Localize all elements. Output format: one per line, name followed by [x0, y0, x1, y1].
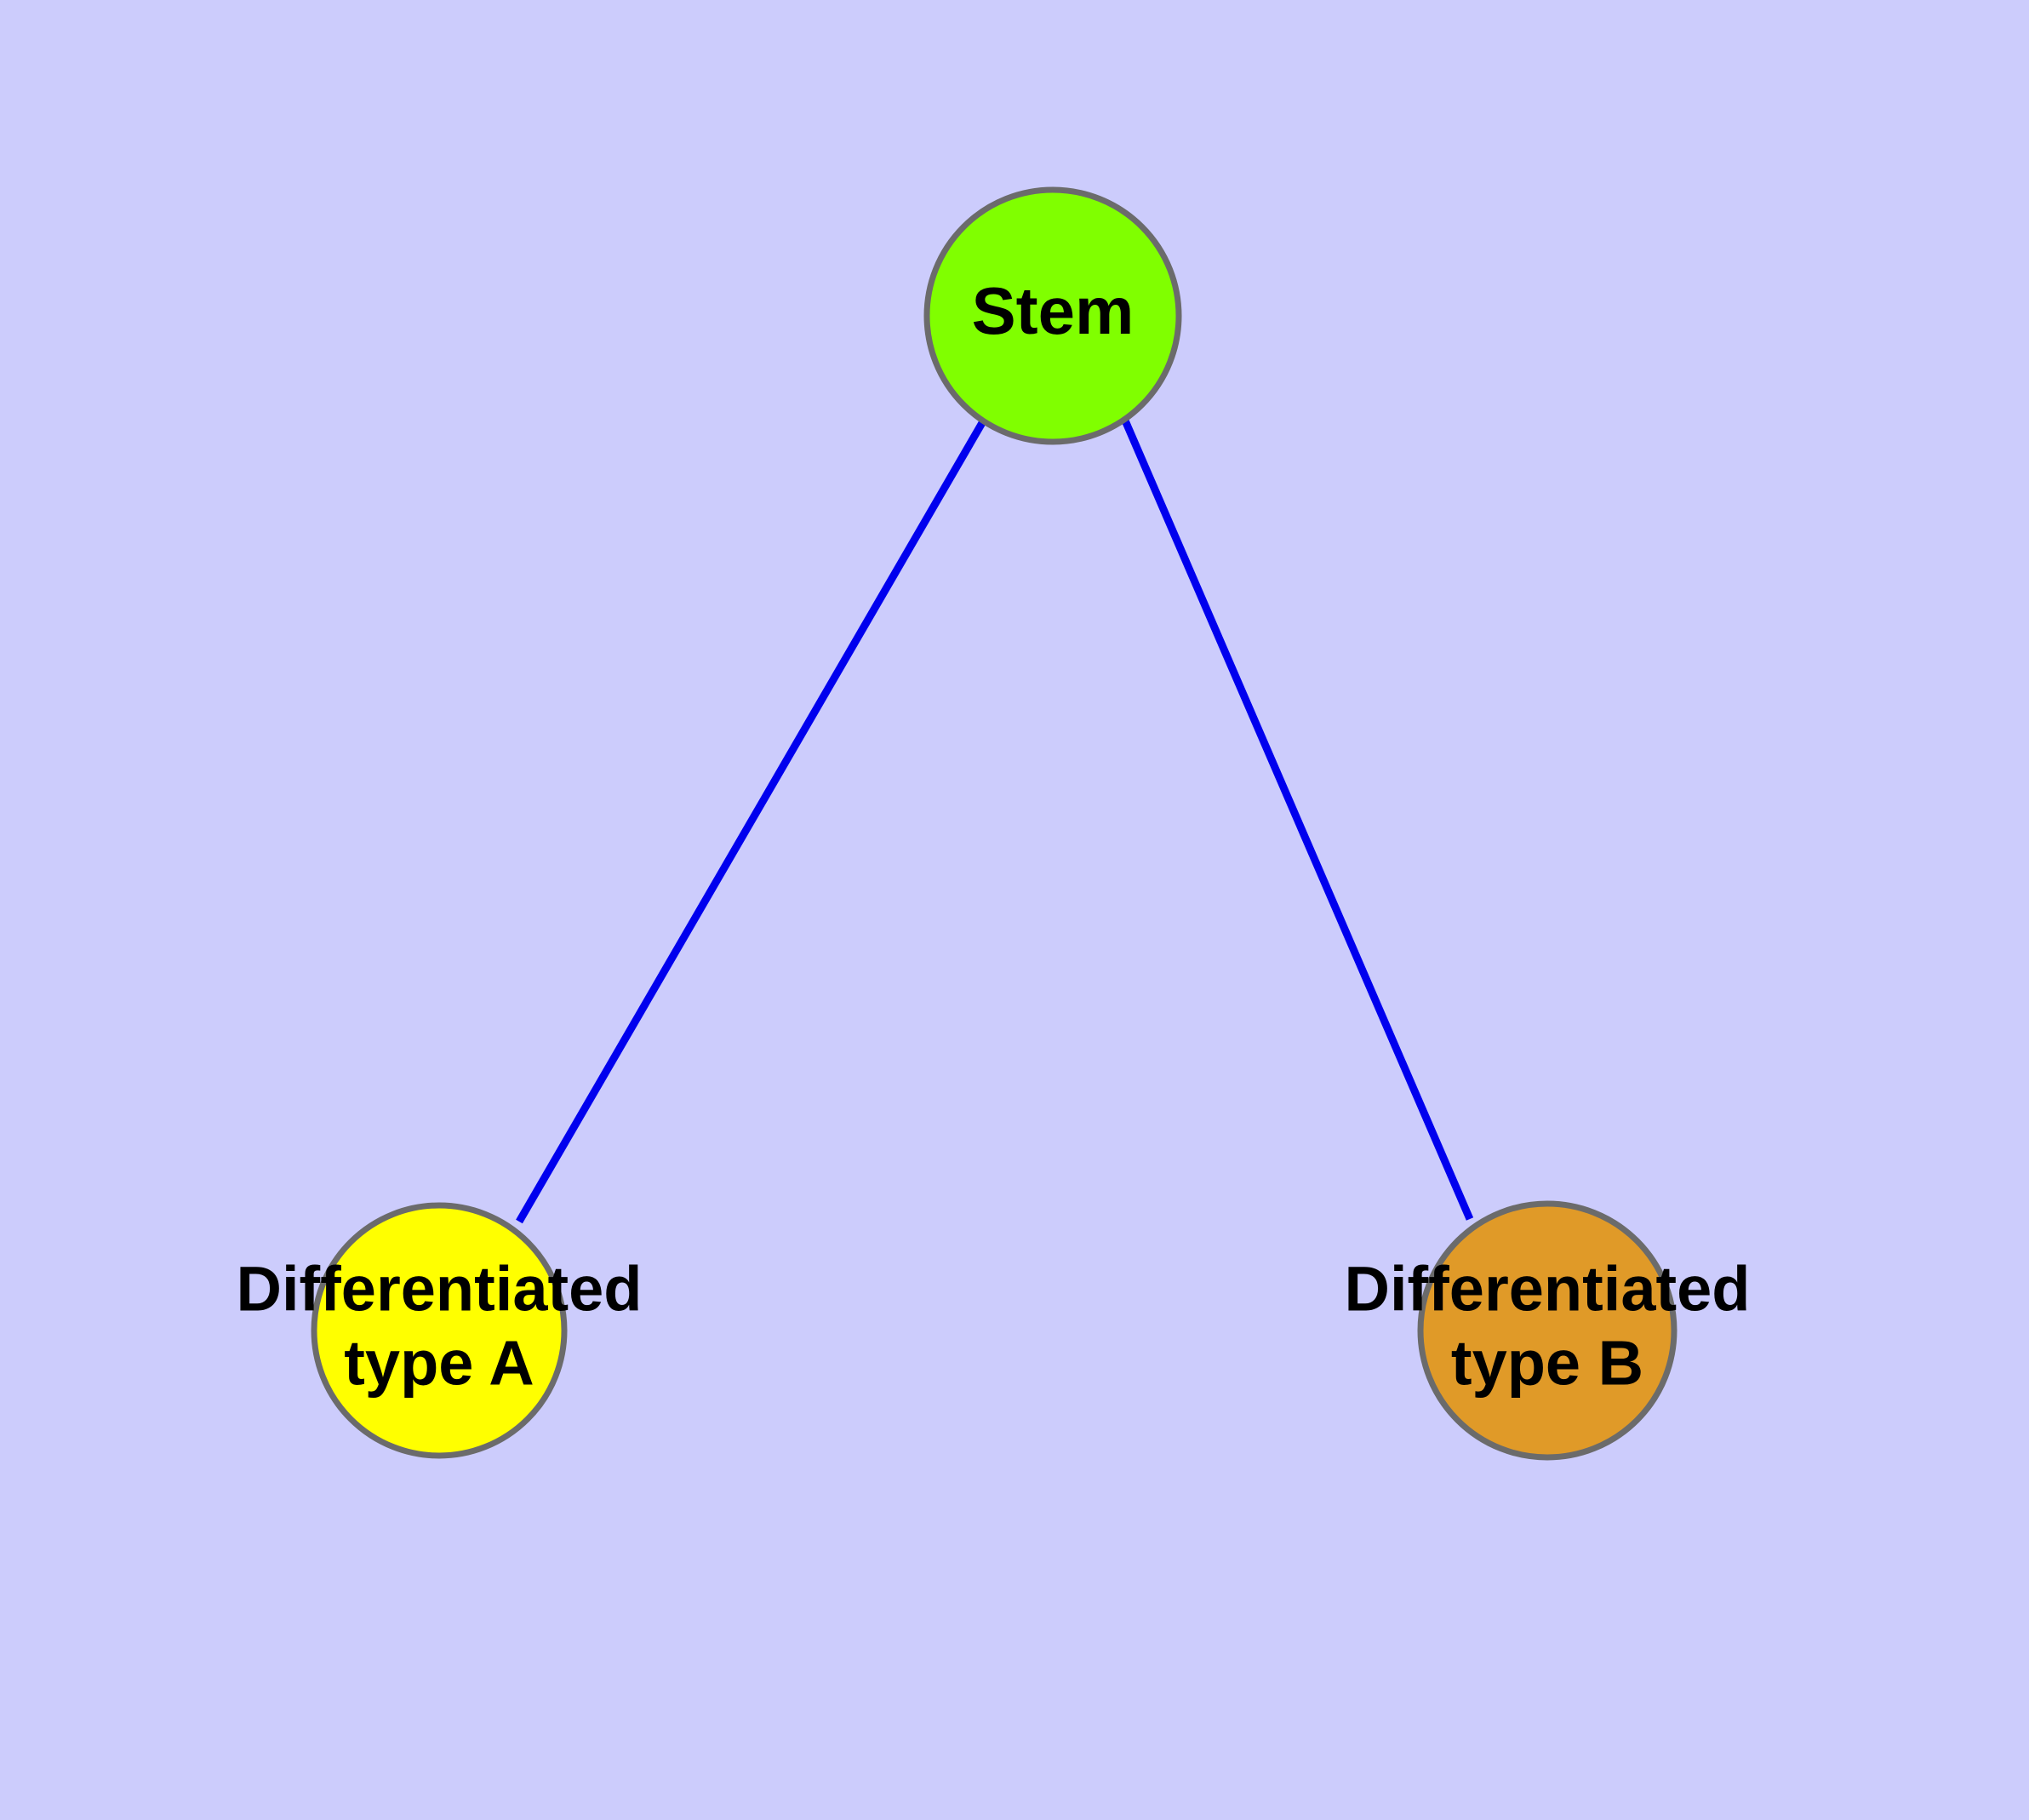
node-differentiated-type-a-circle[interactable] [311, 1202, 568, 1459]
nodes-layer [311, 186, 1677, 1461]
edges-layer [516, 419, 1474, 1224]
node-label-line: Differentiated [237, 1253, 643, 1324]
edge-stem-to-differentiated-type-a[interactable] [516, 419, 986, 1224]
node-label-line: Differentiated [1345, 1253, 1751, 1324]
node-differentiated-type-b-circle[interactable] [1417, 1200, 1677, 1461]
node-stem-circle[interactable] [923, 186, 1182, 445]
node-stem-label: Stem [972, 273, 1135, 348]
node-label-line: type A [344, 1327, 534, 1398]
node-differentiated-type-b[interactable] [1417, 1200, 1677, 1461]
node-label-line: Stem [972, 273, 1135, 348]
node-differentiated-type-a[interactable] [311, 1202, 568, 1459]
node-stem[interactable] [923, 186, 1182, 445]
node-label-line: type B [1451, 1327, 1643, 1398]
edge-stem-to-differentiated-type-b[interactable] [1121, 419, 1474, 1221]
